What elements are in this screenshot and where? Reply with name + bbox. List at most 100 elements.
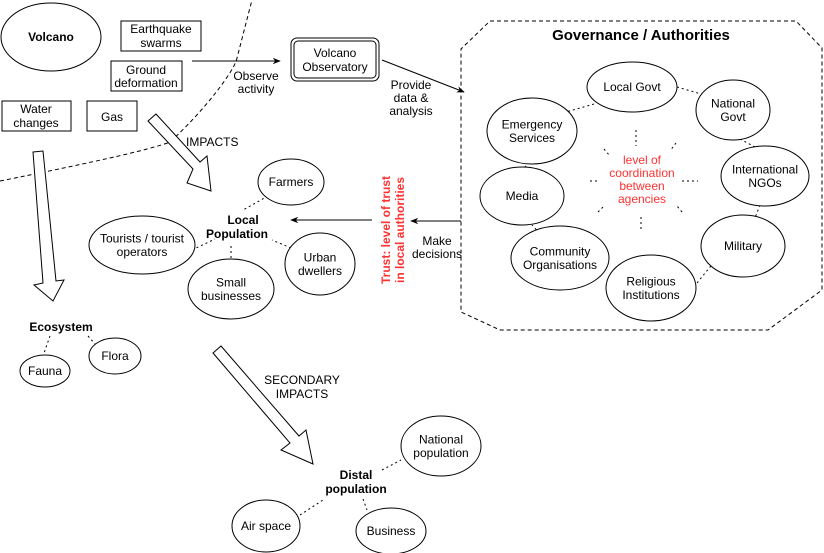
distal-member-connector (381, 459, 402, 471)
governance-container (460, 20, 823, 331)
node-label: Small (216, 275, 246, 289)
svg-text:deformation: deformation (114, 76, 177, 90)
distal-member-air-space[interactable]: Air space (231, 499, 301, 553)
governance-title: Governance / Authorities (552, 27, 730, 44)
distal-population-label-2: population (325, 482, 386, 496)
svg-text:Gas: Gas (101, 110, 123, 124)
node-label: Fauna (28, 364, 62, 378)
node-label: Local Govt (603, 80, 661, 94)
local-member-farmers[interactable]: Farmers (257, 158, 325, 206)
agency-connector (739, 138, 756, 148)
node-label: Military (724, 239, 762, 253)
node-label: businesses (201, 289, 261, 303)
eco-member-flora[interactable]: Flora (88, 337, 142, 375)
node-label: National (711, 96, 755, 110)
node-label: Flora (101, 349, 129, 363)
node-label: Services (509, 131, 555, 145)
svg-text:Earthquake: Earthquake (130, 22, 192, 36)
distal-member-connector (299, 499, 324, 516)
node-label: Community (530, 244, 591, 258)
node-label: Govt (720, 110, 746, 124)
node-label: population (413, 446, 468, 460)
node-label: Business (367, 524, 416, 538)
make-decisions-label-2: decisions (412, 247, 462, 261)
secondary-impacts-label-2: IMPACTS (276, 387, 328, 401)
svg-text:Ground: Ground (126, 63, 166, 77)
local-population-label-2: Population (206, 227, 268, 241)
trust-label-2: in local authorities (393, 177, 407, 283)
provide-label-3: analysis (389, 104, 432, 118)
coordination-ray (603, 148, 611, 157)
zone-boundary (0, 0, 253, 182)
ground-deformation-node[interactable]: Ground deformation (110, 60, 183, 92)
node-label: Religious (626, 274, 675, 288)
observe-label-2: activity (238, 82, 275, 96)
coordination-label: level of (623, 153, 662, 167)
node-label: operators (117, 245, 168, 259)
svg-text:Observatory: Observatory (302, 60, 367, 74)
eco-member-connector (87, 335, 97, 346)
observe-label: Observe (233, 69, 279, 83)
provide-label: Provide (391, 78, 432, 92)
agency-local-govt[interactable]: Local Govt (586, 61, 678, 113)
agency-military[interactable]: Military (700, 214, 786, 278)
provide-arrow (381, 59, 465, 93)
coordination-ray (676, 205, 683, 213)
distal-member-business[interactable]: Business (355, 507, 427, 553)
trust-label: Trust: level of trust (379, 176, 393, 284)
node-label: Tourists / tourist (100, 231, 185, 245)
make-decisions-label: Make (422, 234, 452, 248)
node-label: dwellers (298, 264, 342, 278)
coordination-ray (669, 142, 677, 152)
coordination-ray (597, 205, 605, 213)
agency-connector (565, 103, 595, 113)
node-label: Institutions (622, 288, 679, 302)
node-label: National (419, 432, 463, 446)
secondary-impacts-label: SECONDARY (264, 373, 340, 387)
node-label: Media (506, 189, 539, 203)
coordination-label-2: coordination (609, 166, 674, 180)
distal-population-label: Distal (340, 468, 373, 482)
coordination-label-4: agencies (618, 192, 666, 206)
svg-text:Volcano: Volcano (314, 46, 357, 60)
svg-text:changes: changes (13, 116, 58, 130)
ecosystem-arrow (32, 150, 65, 302)
volcano-label: Volcano (28, 30, 74, 44)
local-member-connector (191, 238, 216, 251)
volcano-node[interactable] (0, 2, 102, 72)
distal-member-connector (362, 498, 368, 511)
secondary-impacts-arrow (212, 345, 314, 465)
impacts-arrow (147, 113, 212, 192)
agency-media[interactable]: Media (479, 166, 565, 226)
volcano-observatory-node[interactable]: Volcano Observatory (290, 37, 380, 82)
node-label: Organisations (523, 258, 597, 272)
eco-member-fauna[interactable]: Fauna (19, 354, 71, 388)
water-changes-node[interactable]: Water changes (1, 100, 72, 132)
node-label: Air space (241, 519, 291, 533)
node-label: Emergency (502, 117, 563, 131)
earthquake-swarms-node[interactable]: Earthquake swarms (120, 20, 202, 52)
provide-label-2: data & (394, 91, 429, 105)
local-member-connector (271, 239, 292, 249)
local-member-connector (242, 195, 269, 211)
node-label: Farmers (269, 175, 314, 189)
svg-text:swarms: swarms (140, 36, 181, 50)
gas-node[interactable]: Gas (86, 100, 138, 132)
agency-connector (692, 261, 715, 289)
eco-member-connector (42, 335, 51, 357)
ecosystem-label: Ecosystem (29, 320, 92, 334)
impacts-label: IMPACTS (186, 135, 238, 149)
node-label: Urban (304, 250, 337, 264)
local-population-label: Local (227, 213, 258, 227)
node-label: International (732, 162, 798, 176)
